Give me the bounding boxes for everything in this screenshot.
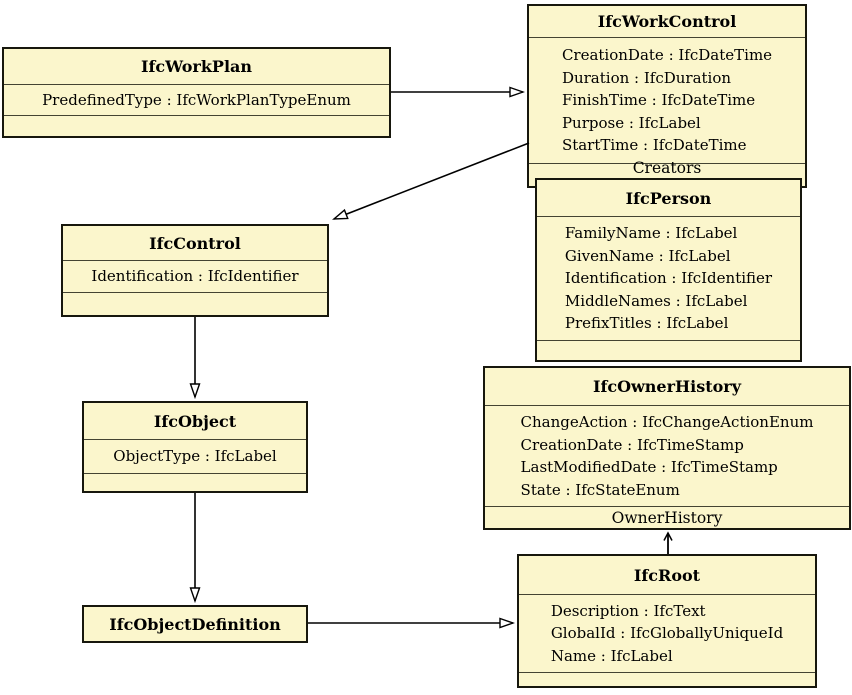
attribute: StartTime : IfcDateTime [561, 136, 747, 155]
attribute: Description : IfcText [550, 601, 706, 620]
class-empty-compartment [519, 672, 815, 686]
class-empty-compartment [537, 340, 800, 360]
class-title: IfcOwnerHistory [485, 368, 849, 406]
class-box-ifccontrol: IfcControl Identification : IfcIdentifie… [61, 224, 329, 317]
class-attributes: PredefinedType : IfcWorkPlanTypeEnum [4, 85, 389, 115]
attribute: MiddleNames : IfcLabel [564, 291, 748, 310]
association-label-creators: Creators [632, 159, 702, 177]
class-box-ifcobject: IfcObject ObjectType : IfcLabel [82, 401, 308, 493]
class-empty-compartment [84, 473, 306, 491]
generalization-arrow-workcontrol-to-control [334, 142, 530, 219]
class-attributes: ChangeAction : IfcChangeActionEnum Creat… [485, 406, 849, 506]
attribute: FinishTime : IfcDateTime [561, 91, 756, 110]
class-title: IfcWorkPlan [4, 49, 389, 85]
attribute: ObjectType : IfcLabel [113, 447, 277, 466]
class-box-ifcperson: IfcPerson FamilyName : IfcLabel GivenNam… [535, 178, 802, 362]
class-box-ifcworkcontrol: IfcWorkControl CreationDate : IfcDateTim… [527, 4, 807, 188]
attribute: LastModifiedDate : IfcTimeStamp [520, 458, 778, 476]
attribute: PredefinedType : IfcWorkPlanTypeEnum [42, 90, 351, 109]
attribute: Identification : IfcIdentifier [91, 267, 299, 286]
class-attributes: Description : IfcText GlobalId : IfcGlob… [519, 595, 815, 672]
class-attributes: ObjectType : IfcLabel [84, 440, 306, 473]
class-title: IfcRoot [519, 556, 815, 595]
class-box-ifcworkplan: IfcWorkPlan PredefinedType : IfcWorkPlan… [2, 47, 391, 138]
association-label-text: OwnerHistory [611, 508, 723, 527]
class-attributes: FamilyName : IfcLabel GivenName : IfcLab… [537, 217, 800, 340]
attribute: Duration : IfcDuration [561, 68, 732, 87]
attribute: PrefixTitles : IfcLabel [564, 314, 729, 333]
class-title: IfcControl [63, 226, 327, 261]
attribute: CreationDate : IfcDateTime [561, 46, 773, 65]
attribute: Purpose : IfcLabel [561, 113, 701, 132]
attribute: GlobalId : IfcGloballyUniqueId [550, 624, 784, 643]
attribute: ChangeAction : IfcChangeActionEnum [520, 413, 814, 431]
attribute: Name : IfcLabel [550, 646, 673, 665]
class-attributes: Identification : IfcIdentifier [63, 261, 327, 292]
class-box-ifcobjectdefinition: IfcObjectDefinition [82, 605, 308, 643]
class-title: IfcObjectDefinition [109, 614, 281, 634]
attribute: FamilyName : IfcLabel [564, 224, 738, 243]
attribute: Identification : IfcIdentifier [564, 269, 773, 288]
class-title: IfcPerson [537, 180, 800, 217]
class-empty-compartment [529, 163, 805, 186]
attribute: State : IfcStateEnum [520, 480, 680, 499]
attribute: GivenName : IfcLabel [564, 246, 731, 265]
class-title: IfcObject [84, 403, 306, 440]
class-empty-compartment [63, 292, 327, 315]
class-box-ifcownerhistory: IfcOwnerHistory ChangeAction : IfcChange… [483, 366, 851, 530]
class-attributes: CreationDate : IfcDateTime Duration : If… [529, 38, 805, 163]
association-label-owner-history: OwnerHistory [485, 506, 849, 528]
attribute: CreationDate : IfcTimeStamp [520, 435, 744, 454]
class-empty-compartment [4, 115, 389, 136]
class-box-ifcroot: IfcRoot Description : IfcText GlobalId :… [517, 554, 817, 688]
class-title: IfcWorkControl [529, 6, 805, 38]
